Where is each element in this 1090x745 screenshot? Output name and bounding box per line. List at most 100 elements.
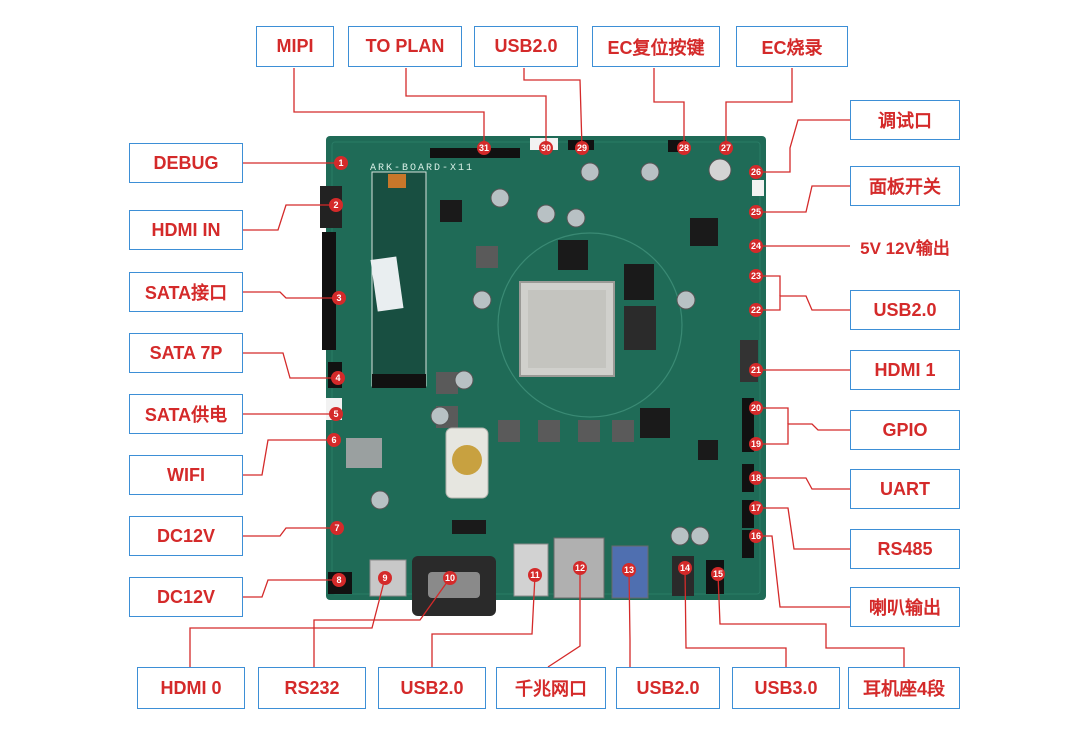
svg-text:8: 8	[336, 575, 341, 585]
label-gigabit-ethernet: 千兆网口	[496, 667, 606, 709]
label-hdmi-in: HDMI IN	[129, 210, 243, 250]
capacitor	[580, 162, 600, 182]
ic-chip	[698, 440, 718, 460]
svg-text:21: 21	[751, 365, 761, 375]
marker-8: 8	[332, 573, 346, 587]
svg-text:24: 24	[751, 241, 761, 251]
soc-keepout-circle	[497, 232, 683, 418]
svg-text:16: 16	[751, 531, 761, 541]
svg-text:20: 20	[751, 403, 761, 413]
marker-28: 28	[677, 141, 691, 155]
marker-3: 3	[332, 291, 346, 305]
capacitor	[490, 188, 510, 208]
ic-chip	[624, 264, 654, 300]
svg-text:9: 9	[382, 573, 387, 583]
label-usb20-right: USB2.0	[850, 290, 960, 330]
svg-text:25: 25	[751, 207, 761, 217]
inductor	[578, 420, 600, 442]
rtc-battery	[708, 158, 732, 182]
capacitor	[370, 490, 390, 510]
capacitor	[430, 406, 450, 426]
marker-21: 21	[749, 363, 763, 377]
capacitor	[690, 526, 710, 546]
m2-connector	[372, 374, 426, 388]
svg-text:17: 17	[751, 503, 761, 513]
svg-text:13: 13	[624, 565, 634, 575]
marker-16: 16	[749, 529, 763, 543]
svg-text:30: 30	[541, 143, 551, 153]
svg-text:31: 31	[479, 143, 489, 153]
label-rs485: RS485	[850, 529, 960, 569]
svg-text:12: 12	[575, 563, 585, 573]
svg-text:28: 28	[679, 143, 689, 153]
marker-7: 7	[330, 521, 344, 535]
label-sata-7p: SATA 7P	[129, 333, 243, 373]
inductor	[612, 420, 634, 442]
ic-chip	[558, 240, 588, 270]
capacitor	[454, 370, 474, 390]
marker-24: 24	[749, 239, 763, 253]
marker-15: 15	[711, 567, 725, 581]
svg-text:22: 22	[751, 305, 761, 315]
inductor	[476, 246, 498, 268]
capacitor	[566, 208, 586, 228]
marker-1: 1	[334, 156, 348, 170]
inductor	[436, 372, 458, 394]
label-speaker: 喇叭输出	[850, 587, 960, 627]
marker-27: 27	[719, 141, 733, 155]
svg-text:14: 14	[680, 563, 690, 573]
ic-chip	[640, 408, 670, 438]
label-usb30: USB3.0	[732, 667, 840, 709]
marker-group: 1 2 3 4 5 6 7 8 9 10 11 12 13 14 15 16 1…	[327, 141, 763, 587]
marker-14: 14	[678, 561, 692, 575]
marker-29: 29	[575, 141, 589, 155]
marker-25: 25	[749, 205, 763, 219]
svg-text:29: 29	[577, 143, 587, 153]
uart-header	[742, 464, 754, 492]
svg-text:18: 18	[751, 473, 761, 483]
svg-text:7: 7	[334, 523, 339, 533]
label-panel-switch: 面板开关	[850, 166, 960, 206]
capacitor	[472, 290, 492, 310]
ic-chip	[690, 218, 718, 246]
label-usb20-bottom-2: USB2.0	[616, 667, 720, 709]
marker-6: 6	[327, 433, 341, 447]
m2-standoff	[388, 174, 406, 188]
sata-header	[322, 232, 336, 350]
m2-sticker	[370, 256, 404, 312]
marker-10: 10	[443, 571, 457, 585]
marker-17: 17	[749, 501, 763, 515]
label-mipi: MIPI	[256, 26, 334, 67]
inductor	[538, 420, 560, 442]
leader-lines	[189, 68, 905, 668]
marker-2: 2	[329, 198, 343, 212]
svg-text:3: 3	[336, 293, 341, 303]
label-gpio: GPIO	[850, 410, 960, 450]
label-to-plan: TO PLAN	[348, 26, 462, 67]
wifi-module	[346, 438, 382, 468]
svg-text:1: 1	[338, 158, 343, 168]
ic-chip	[624, 306, 656, 350]
svg-text:23: 23	[751, 271, 761, 281]
label-headset: 耳机座4段	[848, 667, 960, 709]
ic-chip	[440, 200, 462, 222]
marker-5: 5	[329, 407, 343, 421]
label-usb20-bottom-1: USB2.0	[378, 667, 486, 709]
svg-text:5: 5	[333, 409, 338, 419]
label-usb20-top: USB2.0	[474, 26, 578, 67]
svg-text:6: 6	[331, 435, 336, 445]
soc-die	[528, 290, 606, 368]
capacitor	[536, 204, 556, 224]
mipi-header	[430, 148, 520, 158]
label-ec-burn: EC烧录	[736, 26, 848, 67]
svg-text:26: 26	[751, 167, 761, 177]
svg-text:11: 11	[530, 570, 540, 580]
usb20-port-1	[513, 543, 549, 597]
label-dc12v-1: DC12V	[129, 516, 243, 556]
label-uart: UART	[850, 469, 960, 509]
svg-text:4: 4	[335, 373, 340, 383]
marker-26: 26	[749, 165, 763, 179]
svg-text:15: 15	[713, 569, 723, 579]
